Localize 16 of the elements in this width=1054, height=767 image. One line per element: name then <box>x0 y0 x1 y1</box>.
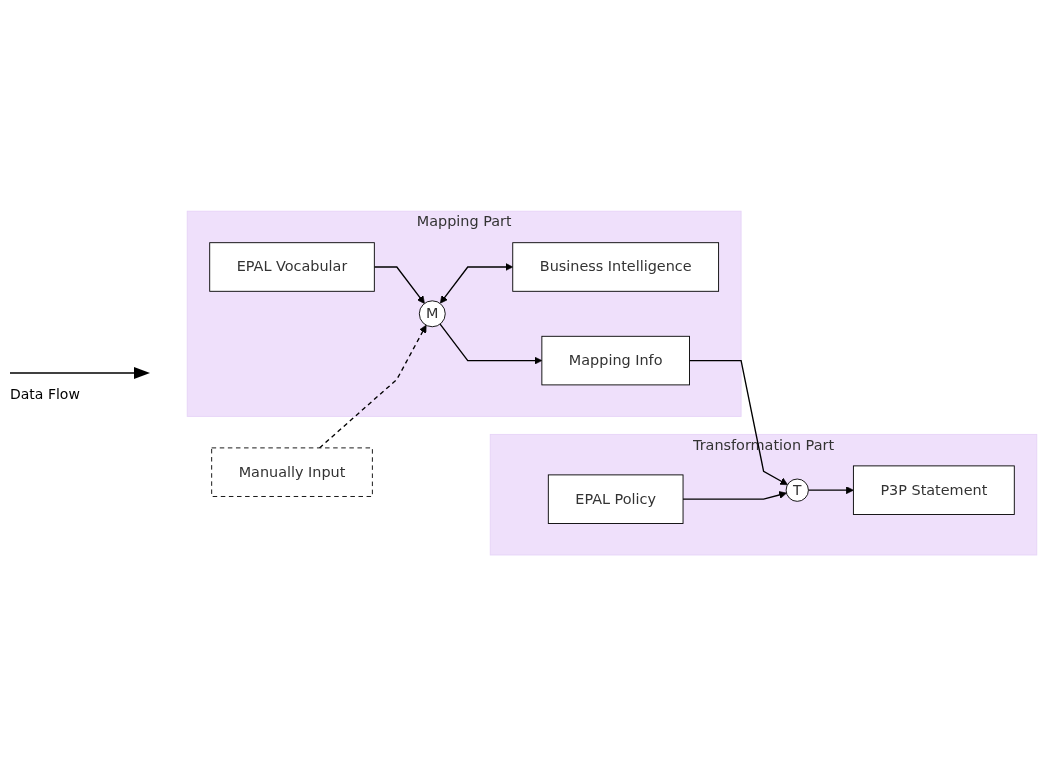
node-box: P3P Statement <box>852 465 1015 516</box>
node-circle: T <box>785 479 809 503</box>
arrow <box>440 263 514 304</box>
node-box: Mapping Info <box>541 336 690 386</box>
node-circle: M <box>418 300 446 328</box>
node-box: Manually Input <box>211 447 373 498</box>
arrow <box>318 325 427 449</box>
arrow <box>439 323 543 365</box>
arrow <box>373 266 425 305</box>
arrow <box>682 491 787 501</box>
arrow <box>807 486 854 495</box>
node-box: EPAL Vocabular <box>209 242 375 293</box>
node-box: EPAL Policy <box>547 474 684 525</box>
arrow <box>688 360 788 486</box>
legend-text: Data Flow <box>10 385 80 402</box>
node-box: Business Intelligence <box>512 242 720 293</box>
